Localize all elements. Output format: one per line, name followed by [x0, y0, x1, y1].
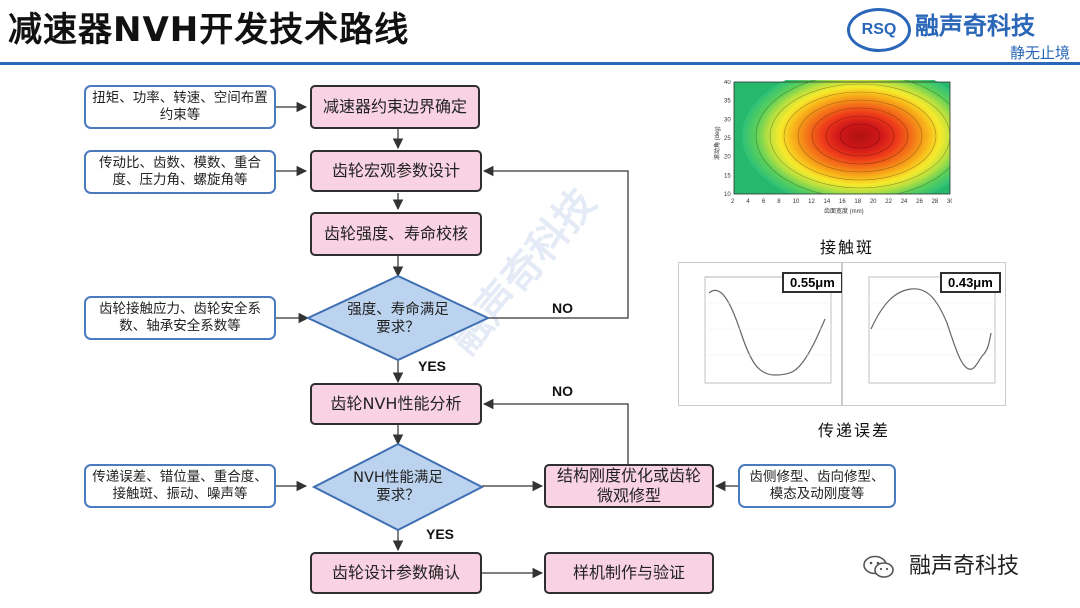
contact-xtick: 24: [901, 199, 908, 205]
contact-ytick: 40: [724, 80, 731, 86]
contact-caption: 接触斑: [820, 238, 875, 257]
contact-ytick: 35: [724, 99, 731, 105]
step-confirm: 齿轮设计参数确认: [310, 552, 482, 594]
contact-xtick: 28: [932, 199, 939, 205]
input-strength-factors: 齿轮接触应力、齿轮安全系数、轴承安全系数等: [84, 296, 276, 340]
company-slogan: 静无止境: [1009, 44, 1070, 62]
contact-xtick: 22: [885, 199, 892, 205]
decision-strength-label: 强度、寿命满足要求？: [347, 301, 449, 336]
step-macro-design: 齿轮宏观参数设计: [310, 150, 482, 192]
company-logo: RSQ 融声奇科技 静无止境: [847, 4, 1072, 62]
rsq-badge: RSQ: [847, 8, 911, 52]
yes-label-2: YES: [426, 526, 455, 542]
contact-ytick: 15: [724, 173, 731, 179]
page-title: 减速器NVH开发技术路线: [8, 10, 410, 50]
contact-xtick: 12: [808, 199, 815, 205]
step-optimize: 结构刚度优化或齿轮微观修型: [544, 464, 714, 508]
input-nvh-factors: 传递误差、错位量、重合度、接触斑、振动、噪声等: [84, 464, 276, 508]
decision-strength: [305, 274, 491, 362]
step-strength-check: 齿轮强度、寿命校核: [310, 212, 482, 256]
te-right-svg: [868, 276, 996, 384]
te-right-value: 0.43μm: [940, 272, 1001, 293]
contact-xtick: 14: [824, 199, 831, 205]
contact-heatmap-svg: 24681012141618202224262830 1015202530354…: [712, 80, 952, 215]
contact-xtick: 10: [793, 199, 800, 205]
step-prototype: 样机制作与验证: [544, 552, 714, 594]
contact-ytick: 10: [724, 192, 731, 198]
decision-nvh-label: NVH性能满足要求？: [353, 469, 443, 504]
contact-xtick: 18: [854, 199, 861, 205]
contact-xtick: 6: [762, 199, 766, 205]
input-modification: 齿侧修型、齿向修型、模态及动刚度等: [738, 464, 896, 508]
te-caption: 传递误差: [818, 421, 891, 440]
step-nvh-analysis: 齿轮NVH性能分析: [310, 383, 482, 425]
contact-ytick: 30: [724, 117, 731, 123]
input-macro-params: 传动比、齿数、模数、重合度、压力角、螺旋角等: [84, 150, 276, 194]
header-divider: [0, 62, 1080, 65]
contact-xtick: 2: [731, 199, 735, 205]
contact-xtick: 4: [746, 199, 750, 205]
step-boundary: 减速器约束边界确定: [310, 85, 480, 129]
contact-ytick: 20: [724, 155, 731, 161]
company-name: 融声奇科技: [915, 12, 1035, 40]
contact-xtick: 30: [947, 199, 952, 205]
no-label-2: NO: [552, 383, 573, 399]
contact-xtick: 16: [839, 199, 846, 205]
te-left-svg: [704, 276, 832, 384]
no-label-1: NO: [552, 300, 573, 316]
contact-xlabel: 齿面宽度 (mm): [824, 207, 864, 215]
contact-pattern-chart: 24681012141618202224262830 1015202530354…: [712, 80, 952, 215]
contact-xtick: 20: [870, 199, 877, 205]
contact-ylabel: 滚动角 (deg): [713, 126, 721, 160]
contact-xtick: 26: [916, 199, 923, 205]
wechat-account-name: 融声奇科技: [909, 554, 1020, 579]
contact-xtick: 8: [777, 199, 781, 205]
decision-nvh: [311, 442, 485, 532]
wechat-signature: 融声奇科技: [862, 548, 1019, 580]
wechat-icon: [863, 555, 894, 578]
input-constraints: 扭矩、功率、转速、空间布置约束等: [84, 85, 276, 129]
te-left-value: 0.55μm: [782, 272, 843, 293]
yes-label-1: YES: [418, 358, 447, 374]
contact-ytick: 25: [724, 136, 731, 142]
